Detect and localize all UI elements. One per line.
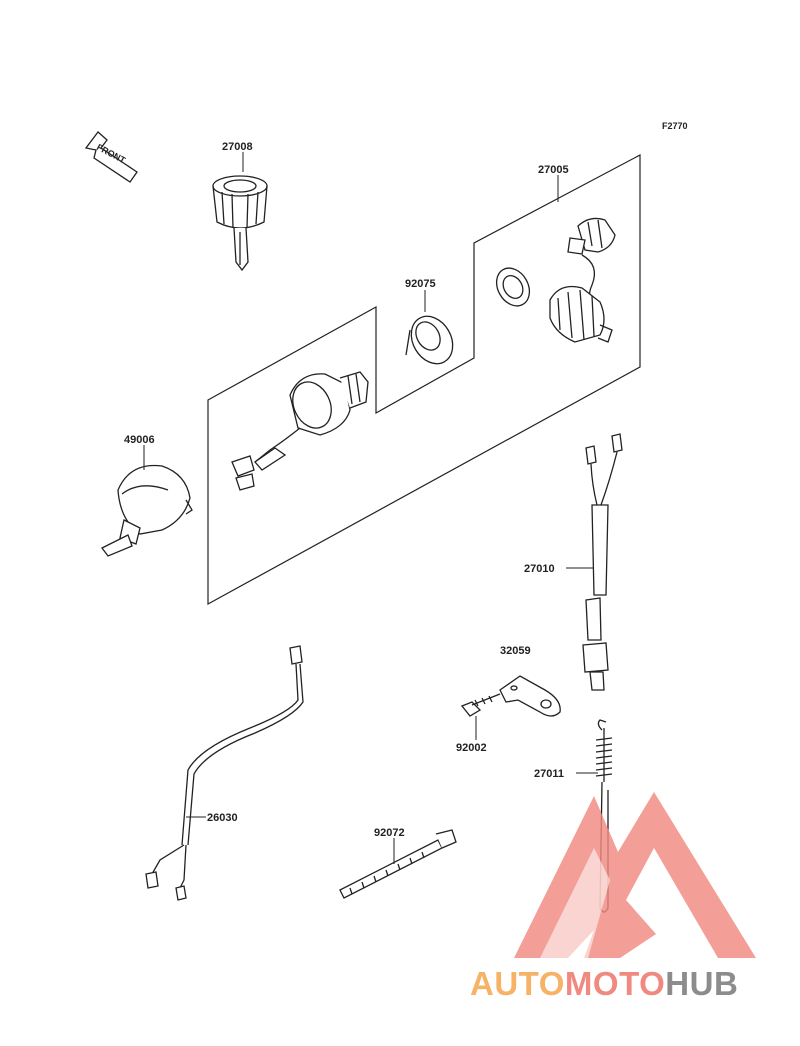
figure-ref: F2770 bbox=[662, 121, 688, 131]
automotohub-logo: AUTOMOTOHUB bbox=[470, 792, 756, 1002]
watermark-text: AUTOMOTOHUB bbox=[470, 965, 738, 1002]
cover-49006 bbox=[101, 464, 193, 557]
front-arrow-icon: FRONT bbox=[84, 131, 138, 183]
harness-26030 bbox=[145, 645, 304, 901]
label-92075: 92075 bbox=[405, 278, 436, 290]
label-49006: 49006 bbox=[124, 434, 155, 446]
label-26030: 26030 bbox=[207, 812, 238, 824]
label-32059: 32059 bbox=[500, 645, 531, 657]
label-92072: 92072 bbox=[374, 827, 405, 839]
label-92002: 92002 bbox=[456, 742, 487, 754]
label-27008: 27008 bbox=[222, 141, 253, 153]
knob-27008 bbox=[212, 175, 268, 272]
cap-set-27005 bbox=[495, 217, 616, 343]
label-27005: 27005 bbox=[538, 164, 569, 176]
watermark-hub: HUB bbox=[665, 965, 738, 1002]
watermark-moto: MOTO bbox=[565, 965, 665, 1002]
seal-ring-92075 bbox=[405, 315, 454, 365]
cable-tie-92072 bbox=[339, 829, 457, 899]
label-27011: 27011 bbox=[534, 768, 564, 780]
bracket-32059 bbox=[499, 675, 561, 717]
assembly-frame bbox=[207, 154, 641, 606]
bolt-92002 bbox=[460, 693, 501, 717]
label-27010: 27010 bbox=[524, 563, 555, 575]
watermark-auto: AUTO bbox=[470, 965, 565, 1002]
cable-switch-27010 bbox=[582, 433, 623, 691]
ignition-switch bbox=[231, 371, 369, 491]
watermark-triangle bbox=[514, 792, 756, 958]
